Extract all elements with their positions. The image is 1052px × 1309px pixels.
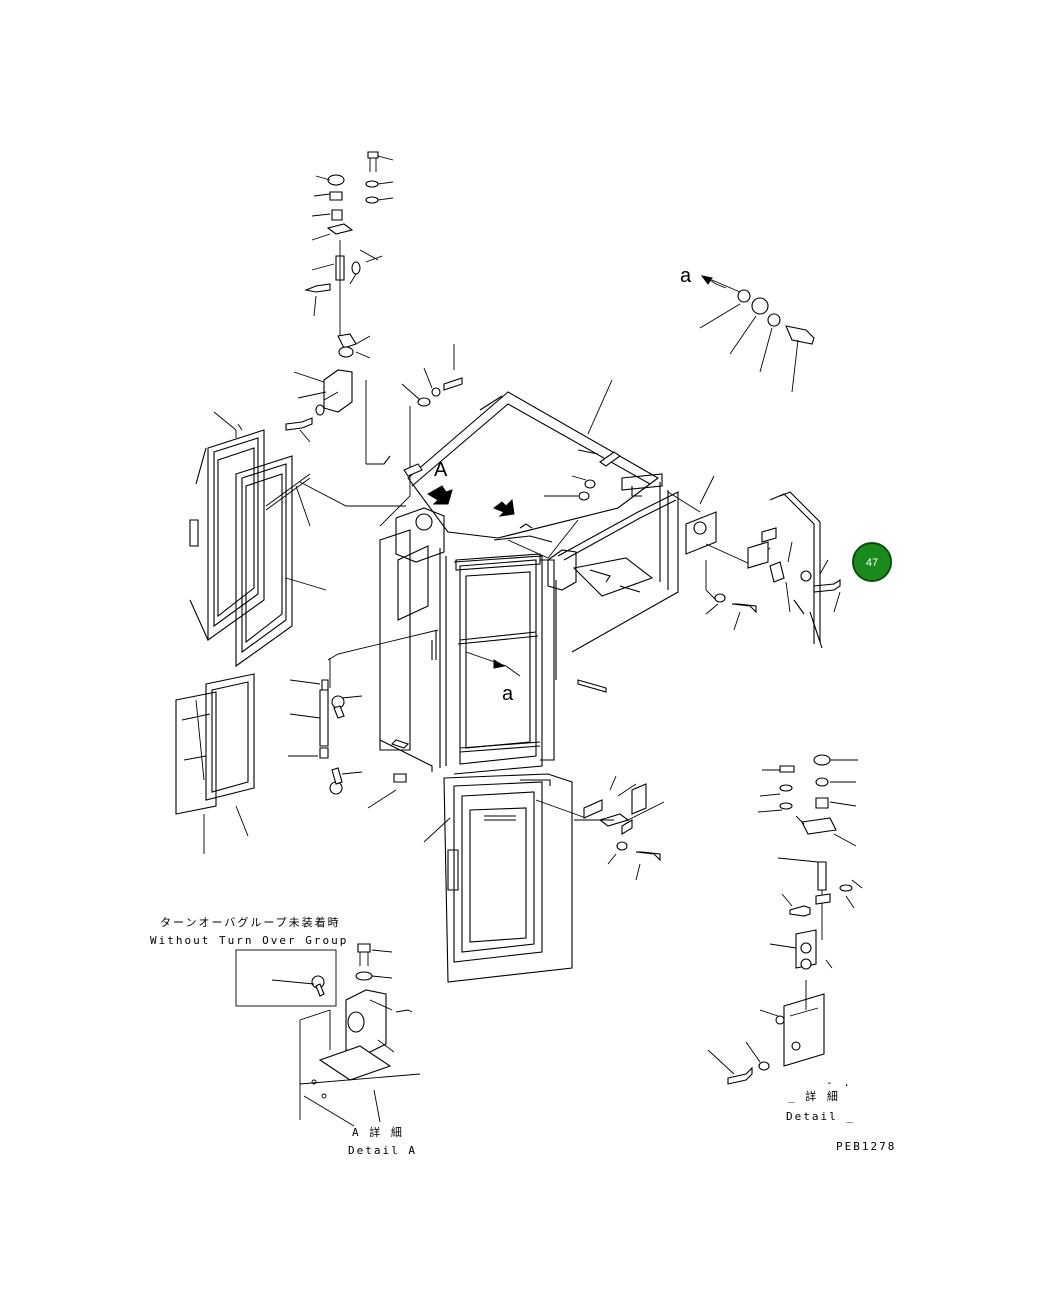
callout-view-a-center: a <box>502 683 514 705</box>
without-tog-inset: ターンオーバグループ未装着時 Without Turn Over Group <box>150 915 348 1007</box>
detail-right-en: Detail _ <box>786 1110 855 1123</box>
callout-view-a-top: a <box>680 265 692 287</box>
callouts: A a a <box>427 265 692 705</box>
detail-a-en: Detail A <box>348 1144 417 1157</box>
detail-a: A 詳 細 Detail A <box>299 943 421 1157</box>
top-left-hardware-stack <box>285 151 394 443</box>
part-number-badge[interactable]: 47 <box>852 542 892 582</box>
front-lower-door <box>423 773 573 983</box>
detail-a-jp: A 詳 細 <box>352 1125 404 1139</box>
without-tog-en: Without Turn Over Group <box>150 934 348 947</box>
left-door-frames <box>175 411 406 854</box>
without-tog-jp: ターンオーバグループ未装着時 <box>160 915 341 929</box>
view-a-hardware <box>699 275 815 393</box>
badge-circle[interactable] <box>852 542 892 582</box>
left-lower-latches <box>288 629 439 809</box>
roof-bolts <box>365 344 621 527</box>
view-arrow-icon-2 <box>492 498 515 517</box>
right-latch-assembly <box>535 775 665 881</box>
detail-right-jp: _ 詳 細 <box>788 1089 840 1103</box>
badge-label: 47 <box>866 557 878 569</box>
right-mount-bracket <box>667 475 841 649</box>
drawing-code: PEB1278 <box>836 1140 896 1153</box>
callout-arrow-a: A <box>434 459 448 481</box>
detail-right: - . _ 詳 細 Detail _ <box>707 754 863 1123</box>
detail-right-marks: - . <box>826 1076 852 1089</box>
view-arrow-icon <box>427 485 453 505</box>
cab-body <box>379 391 679 775</box>
